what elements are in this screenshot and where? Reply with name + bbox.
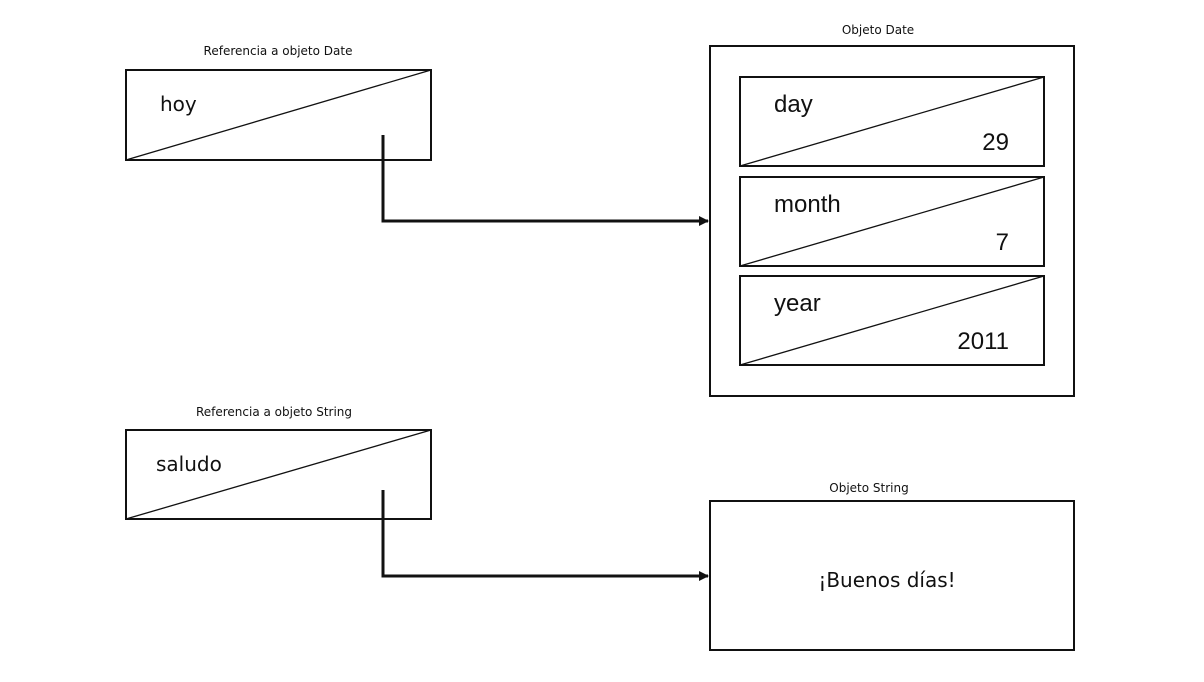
date-object: Objeto Date day 29 month 7 year 2011 xyxy=(709,23,1075,397)
date-reference: Referencia a objeto Date hoy xyxy=(125,44,432,161)
date-field-month: month 7 xyxy=(739,176,1045,267)
date-field-year: year 2011 xyxy=(739,275,1045,366)
string-reference-box xyxy=(125,429,432,520)
field-name: month xyxy=(774,191,841,218)
field-diagonal xyxy=(739,275,1045,366)
date-field-day: day 29 xyxy=(739,76,1045,167)
field-value: 2011 xyxy=(957,328,1009,355)
field-diagonal xyxy=(739,176,1045,267)
field-box xyxy=(739,76,1045,167)
field-diagonal xyxy=(739,76,1045,167)
string-reference-caption: Referencia a objeto String xyxy=(196,405,352,419)
date-reference-caption: Referencia a objeto Date xyxy=(204,44,353,58)
string-object: Objeto String ¡Buenos días! xyxy=(709,481,1075,651)
field-value: 29 xyxy=(982,129,1009,156)
field-box xyxy=(739,275,1045,366)
field-name: year xyxy=(774,290,821,317)
date-reference-arrow xyxy=(381,135,709,226)
string-reference-diagonal xyxy=(125,429,432,520)
string-object-value: ¡Buenos días! xyxy=(818,568,955,592)
date-reference-box xyxy=(125,69,432,161)
string-object-box xyxy=(709,500,1075,651)
string-reference: Referencia a objeto String saludo xyxy=(125,405,432,520)
field-box xyxy=(739,176,1045,267)
field-name: day xyxy=(774,91,813,118)
date-object-box xyxy=(709,45,1075,397)
date-object-caption: Objeto Date xyxy=(842,23,914,37)
string-reference-arrow xyxy=(381,490,709,581)
string-object-caption: Objeto String xyxy=(829,481,908,495)
date-reference-diagonal xyxy=(125,69,432,161)
field-value: 7 xyxy=(996,229,1009,256)
string-reference-variable: saludo xyxy=(156,452,222,476)
date-reference-variable: hoy xyxy=(160,92,197,116)
